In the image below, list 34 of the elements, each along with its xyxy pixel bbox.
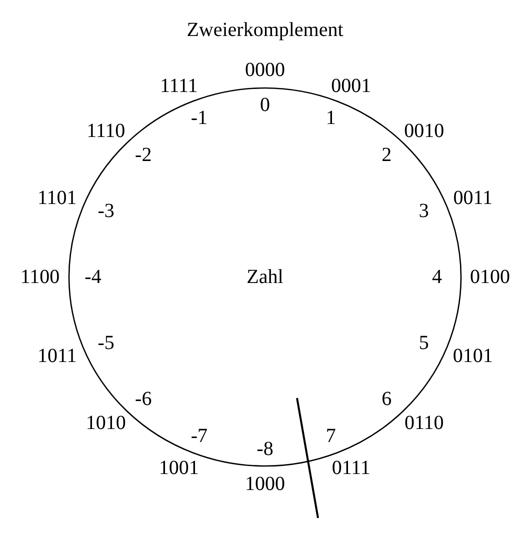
decimal-value: 4 [432, 267, 442, 287]
binary-code: 1010 [86, 413, 126, 434]
decimal-value: 0 [260, 95, 270, 115]
binary-code: 0101 [452, 346, 493, 366]
binary-code: 1001 [158, 458, 199, 478]
decimal-value: 3 [418, 201, 429, 222]
decimal-value: -2 [135, 145, 152, 166]
binary-code: 1110 [86, 120, 126, 141]
binary-code: 0111 [332, 458, 370, 478]
binary-code: 1111 [160, 76, 198, 96]
binary-code: 1100 [20, 267, 60, 287]
decimal-value: -6 [135, 388, 152, 409]
decimal-value: 7 [326, 426, 336, 446]
binary-code: 0011 [453, 188, 492, 208]
binary-code: 0010 [404, 120, 444, 141]
decimal-value: -4 [84, 267, 102, 287]
binary-code: 1101 [38, 188, 77, 208]
binary-code: 0110 [404, 413, 444, 434]
decimal-value: -5 [98, 332, 114, 353]
decimal-value: -7 [190, 426, 208, 446]
decimal-value: 1 [326, 108, 336, 128]
binary-code: 1000 [245, 474, 285, 494]
decimal-value: 2 [382, 145, 392, 166]
binary-code: 0100 [470, 267, 510, 287]
binary-code: 0000 [245, 60, 285, 80]
decimal-value: -3 [98, 201, 114, 222]
decimal-value: 6 [382, 388, 392, 409]
binary-code: 1011 [38, 346, 77, 366]
binary-code: 0001 [331, 76, 372, 96]
decimal-value: -1 [190, 108, 208, 128]
title: Zweierkomplement [186, 20, 344, 40]
decimal-value: -8 [256, 439, 274, 459]
center-label: Zahl [246, 267, 284, 287]
decimal-value: 5 [418, 332, 429, 353]
